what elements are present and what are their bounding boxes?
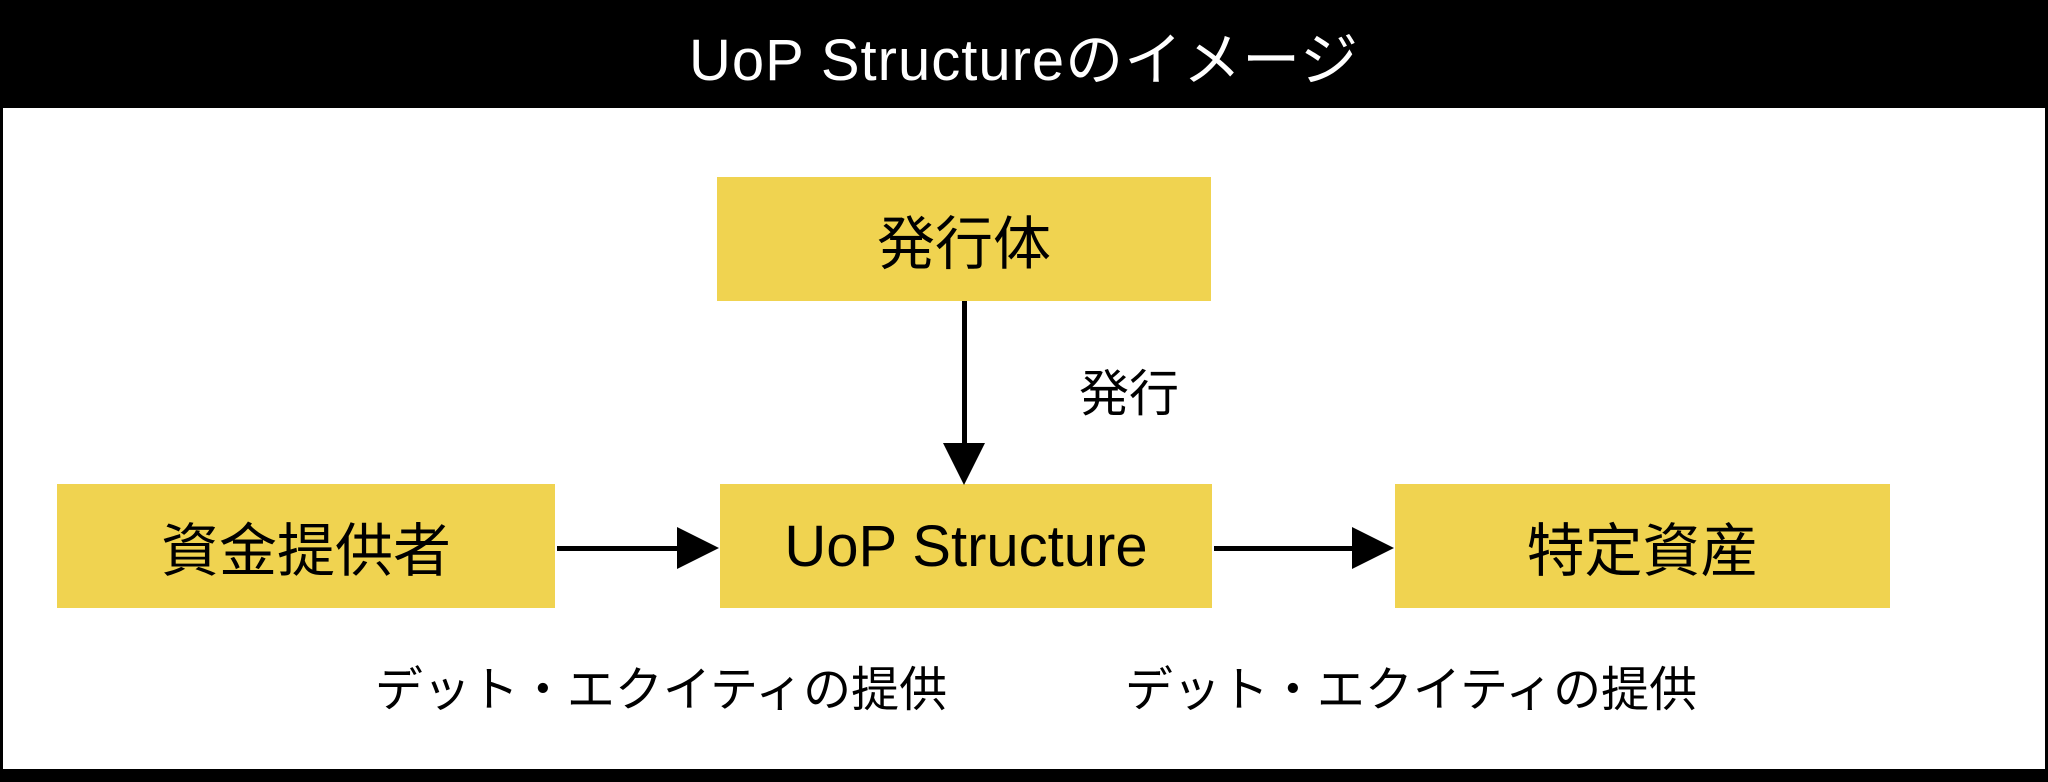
arrow-uop-to-asset-line bbox=[1214, 546, 1354, 551]
node-uop-structure-label: UoP Structure bbox=[784, 513, 1148, 579]
node-fund-provider: 資金提供者 bbox=[57, 484, 555, 608]
node-issuer: 発行体 bbox=[717, 177, 1211, 301]
title-bar: UoP Structureのイメージ bbox=[3, 2, 2045, 108]
arrowhead-down-icon bbox=[943, 443, 985, 485]
node-uop-structure: UoP Structure bbox=[720, 484, 1212, 608]
diagram-title: UoP Structureのイメージ bbox=[688, 28, 1360, 93]
arrow-funder-to-uop-line bbox=[557, 546, 679, 551]
edge-label-funder-to-uop: デット・エクイティの提供 bbox=[374, 664, 948, 717]
arrowhead-right-icon bbox=[1352, 527, 1394, 569]
node-specified-asset-label: 特定資産 bbox=[1526, 519, 1759, 584]
node-fund-provider-label: 資金提供者 bbox=[160, 519, 451, 584]
arrow-issuer-to-uop-line bbox=[962, 301, 967, 444]
node-issuer-label: 発行体 bbox=[876, 212, 1051, 277]
edge-label-issue: 発行 bbox=[1079, 366, 1179, 422]
edge-label-uop-to-asset: デット・エクイティの提供 bbox=[1124, 664, 1698, 717]
arrowhead-right-icon bbox=[677, 527, 719, 569]
node-specified-asset: 特定資産 bbox=[1395, 484, 1890, 608]
